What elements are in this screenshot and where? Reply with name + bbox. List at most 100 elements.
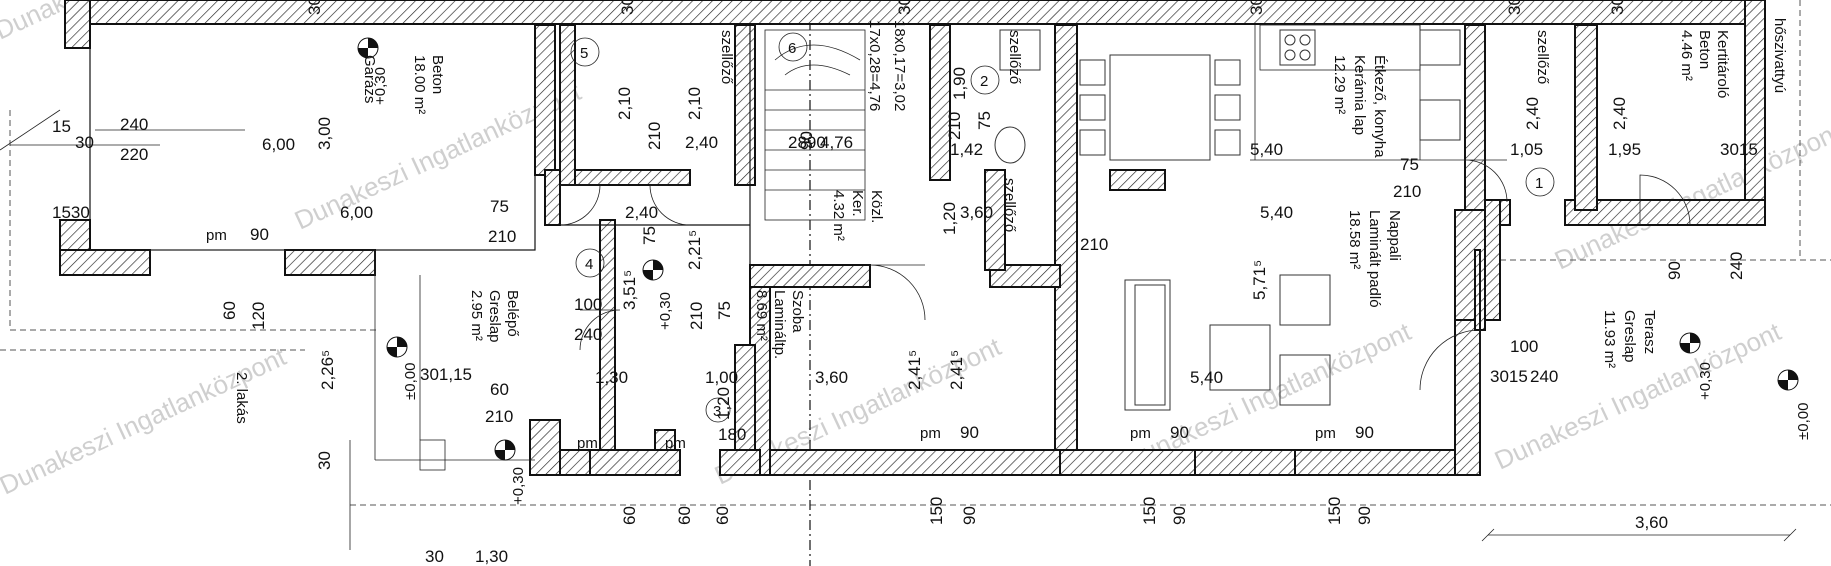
interior-lines — [10, 23, 1465, 471]
dim: 90 — [250, 225, 269, 244]
vent-label: szellőző — [1006, 30, 1023, 84]
dim: 6,00 — [340, 203, 373, 222]
dim: 4,76 — [820, 133, 853, 152]
dim: 1,05 — [1510, 140, 1543, 159]
dim: 75 — [490, 197, 509, 216]
dim: 210 — [1393, 182, 1421, 201]
room-number: 5 — [580, 45, 588, 62]
dim: 2890 — [788, 133, 826, 152]
dim: 90 — [960, 506, 979, 525]
dim: 90 — [960, 423, 979, 442]
dim: 2,26⁵ — [318, 350, 337, 390]
dim: 2,40 — [625, 203, 658, 222]
dim: 90 — [1665, 261, 1684, 280]
dim: 1,20 — [940, 202, 959, 235]
dim: 2,40 — [1610, 97, 1629, 130]
room-number: 4 — [585, 256, 593, 273]
dim: 5,40 — [1260, 203, 1293, 222]
dim: 2,21⁵ — [685, 230, 704, 270]
dim: 90 — [1170, 423, 1189, 442]
room-name: Szoba — [789, 290, 806, 333]
dim: 6,00 — [262, 135, 295, 154]
dimension-line — [1481, 528, 1797, 542]
dim: 90 — [1355, 506, 1374, 525]
dim: 100 — [1510, 337, 1538, 356]
dim: 5,40 — [1190, 368, 1223, 387]
level-marker — [1777, 369, 1799, 391]
dim: 1,95 — [1608, 140, 1641, 159]
apartment-label: 2. lakás — [233, 372, 250, 424]
dim: 60 — [490, 380, 509, 399]
dim: 30 — [1608, 0, 1627, 15]
room-number: 3 — [713, 403, 721, 420]
dim: 30 — [425, 547, 444, 566]
dim: 100 — [574, 295, 602, 314]
dim: 3,60 — [960, 203, 993, 222]
dim: 150 — [1325, 497, 1344, 525]
room-name: Terasz — [1641, 310, 1658, 354]
level-label: +0,30 — [657, 292, 674, 330]
dim: 1,90 — [950, 67, 969, 100]
dim: 150 — [927, 497, 946, 525]
level-marker — [642, 259, 664, 281]
room-area: 18.00 m² — [411, 55, 428, 114]
dim: 90 — [1170, 506, 1189, 525]
level-marker — [1679, 332, 1701, 354]
dim: 240 — [574, 325, 602, 344]
dim: 15 — [52, 117, 71, 136]
room-area: 2.95 m² — [468, 290, 485, 341]
walls — [59, 0, 1766, 476]
room-floor: Laminált padló — [1366, 210, 1383, 308]
dim: 30 — [305, 0, 324, 15]
room-name: Belépő — [504, 290, 521, 337]
dim: 30 — [618, 0, 637, 15]
vent-label: szellőző — [718, 30, 735, 84]
dim: 60 — [620, 506, 639, 525]
room-floor: Beton — [1696, 30, 1713, 69]
dim: 75 — [975, 111, 994, 130]
level-label: ±0,00 — [1795, 403, 1812, 440]
level-marker — [357, 37, 379, 59]
vent-label: szellőző — [1534, 30, 1551, 84]
room-number: 6 — [788, 40, 796, 57]
dim: 2,40 — [685, 133, 718, 152]
room-number: 1 — [1535, 175, 1543, 192]
dim: 240 — [1530, 367, 1558, 386]
dim: 120 — [249, 302, 268, 330]
dim: 30 — [1247, 0, 1266, 15]
dim: 210 — [485, 407, 513, 426]
level-label: +0,30 — [1697, 362, 1714, 400]
pm-label: pm — [920, 425, 941, 442]
level-label: +0,30 — [372, 67, 389, 105]
dim: 1,00 — [705, 368, 738, 387]
room-name: Kertitároló — [1714, 30, 1731, 98]
doors — [559, 159, 1691, 391]
dim: 301,15 — [420, 365, 472, 384]
level-markers: +0,30 ±0,00 +0,30 +0,30 +0,30 ±0,00 — [357, 37, 1812, 505]
dim: 2,10 — [685, 87, 704, 120]
room-floor: Ker. — [849, 190, 866, 217]
dim: 60 — [713, 506, 732, 525]
room-name: Garázs — [361, 55, 378, 103]
room-floor: Kerámia lap — [1351, 55, 1368, 135]
dim: 1,20 — [714, 387, 733, 420]
room-name: Nappali — [1386, 210, 1403, 261]
room-name: Közl. — [868, 190, 885, 223]
level-marker — [386, 336, 408, 358]
dim: 5,71⁵ — [1250, 260, 1269, 300]
pm-label: pm — [577, 435, 598, 452]
level-marker — [494, 439, 516, 461]
room-area: 4.32 m² — [830, 190, 847, 241]
dim: 2,41⁵ — [947, 350, 966, 390]
dim: 5,40 — [1250, 140, 1283, 159]
vent-label: szellőző — [1001, 178, 1018, 232]
dim: 3,51⁵ — [620, 270, 639, 310]
level-label: ±0,00 — [402, 363, 419, 400]
dim: 210 — [687, 302, 706, 330]
room-name: Étkező, konyha — [1371, 55, 1388, 158]
dim: 60 — [220, 301, 239, 320]
stair-label: 18x0,17=3,02 — [891, 20, 908, 111]
room-labels: Garázs Beton 18.00 m² Belépő Greslap 2.9… — [233, 18, 1788, 424]
dim: 3,60 — [815, 368, 848, 387]
